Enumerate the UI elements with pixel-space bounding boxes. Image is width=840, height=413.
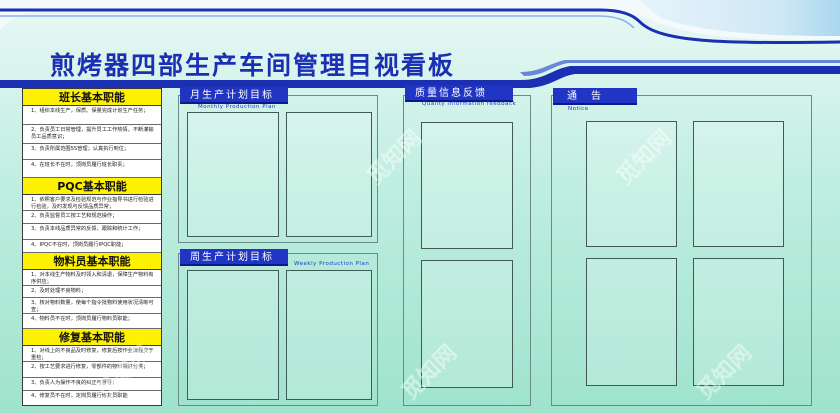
quality-feedback-slot-1: [421, 122, 513, 249]
duty-item: 4、IPQC不在时，顶岗员履行IPQC职能；: [23, 240, 161, 253]
duty-item: 4、在班长不在时，顶岗员履行班长职责；: [23, 160, 161, 178]
duty-heading: 修复基本职能: [23, 329, 161, 346]
weekly-plan-tab: 周生产计划目标: [180, 249, 288, 266]
duty-heading: PQC基本职能: [23, 178, 161, 195]
duty-item: 3、负责所属范围5S管理；认真执行到位；: [23, 144, 161, 160]
weekly-plan-slot-2: [286, 270, 372, 400]
duty-item: 4、物料员不在时，顶岗员履行物料员职能；: [23, 314, 161, 329]
quality-feedback-subtitle: Quality information feedback: [422, 101, 517, 107]
duty-item: 2、负责员工日常管理，提升员工工作热情，不断灌输员工品质意识；: [23, 125, 161, 144]
weekly-plan-slot-1: [187, 270, 279, 400]
monthly-plan-slot-2: [286, 112, 372, 237]
duty-item: 1、组织本线生产，保质、保量完成计划生产任务；: [23, 106, 161, 125]
duty-section-pqc: PQC基本职能 1、依照客户要求及检验规范与作业指导书进行检验进行检验，及时发现…: [23, 178, 161, 253]
notice-panel: [551, 95, 812, 406]
header-banner-graphic: [0, 0, 840, 88]
duty-item: 1、对本线生产物料及时领入和清退，保障生产物料有序供应；: [23, 270, 161, 286]
notice-slot-4: [693, 258, 784, 386]
duty-item: 2、负责监督员工按工艺和规范操作；: [23, 211, 161, 224]
duty-heading: 物料员基本职能: [23, 253, 161, 270]
duty-item: 1、依照客户要求及检验规范与作业指导书进行检验进行检验，及时发现与反馈品质异常；: [23, 195, 161, 211]
quality-feedback-slot-2: [421, 260, 513, 388]
duty-heading: 班长基本职能: [23, 89, 161, 106]
duties-column: 班长基本职能 1、组织本线生产，保质、保量完成计划生产任务； 2、负责员工日常管…: [22, 88, 162, 406]
duty-item: 3、负责本线品质异常的反馈、跟踪和统计工作；: [23, 224, 161, 240]
monthly-plan-slot-1: [187, 112, 279, 237]
duty-item: 1、对线上的不良品及时修复，修复后按作业流程交于重检；: [23, 346, 161, 362]
monthly-plan-tab: 月生产计划目标: [180, 87, 288, 104]
quality-feedback-tab: 质量信息反馈: [405, 85, 513, 102]
monthly-plan-subtitle: Monthly Production Plan: [198, 104, 276, 110]
duty-item: 3、核对物料数量，使每个指令批物料使用状况清晰可查；: [23, 298, 161, 314]
notice-subtitle: Notice: [568, 106, 589, 112]
notice-slot-2: [693, 121, 784, 247]
duty-section-material: 物料员基本职能 1、对本线生产物料及时领入和清退，保障生产物料有序供应； 2、及…: [23, 253, 161, 329]
duty-section-repair: 修复基本职能 1、对线上的不良品及时修复，修复后按作业流程交于重检； 2、按工艺…: [23, 329, 161, 403]
page-title: 煎烤器四部生产车间管理目视看板: [50, 51, 456, 80]
notice-slot-1: [586, 121, 677, 247]
duty-item: 2、及时处理不良物料；: [23, 286, 161, 298]
duty-item: 3、负责人为操作不良的纠正与督导；: [23, 378, 161, 391]
duty-item: 4、修复员不在时，定岗员履行修复员职能: [31, 393, 128, 399]
duty-item: 2、按工艺要求进行修复，零部件的物料领好分类；: [23, 362, 161, 378]
duty-section-team-leader: 班长基本职能 1、组织本线生产，保质、保量完成计划生产任务； 2、负责员工日常管…: [23, 89, 161, 178]
weekly-plan-subtitle: Weekly Production Plan: [294, 261, 370, 267]
notice-tab: 通 告: [553, 88, 637, 105]
notice-slot-3: [586, 258, 677, 386]
